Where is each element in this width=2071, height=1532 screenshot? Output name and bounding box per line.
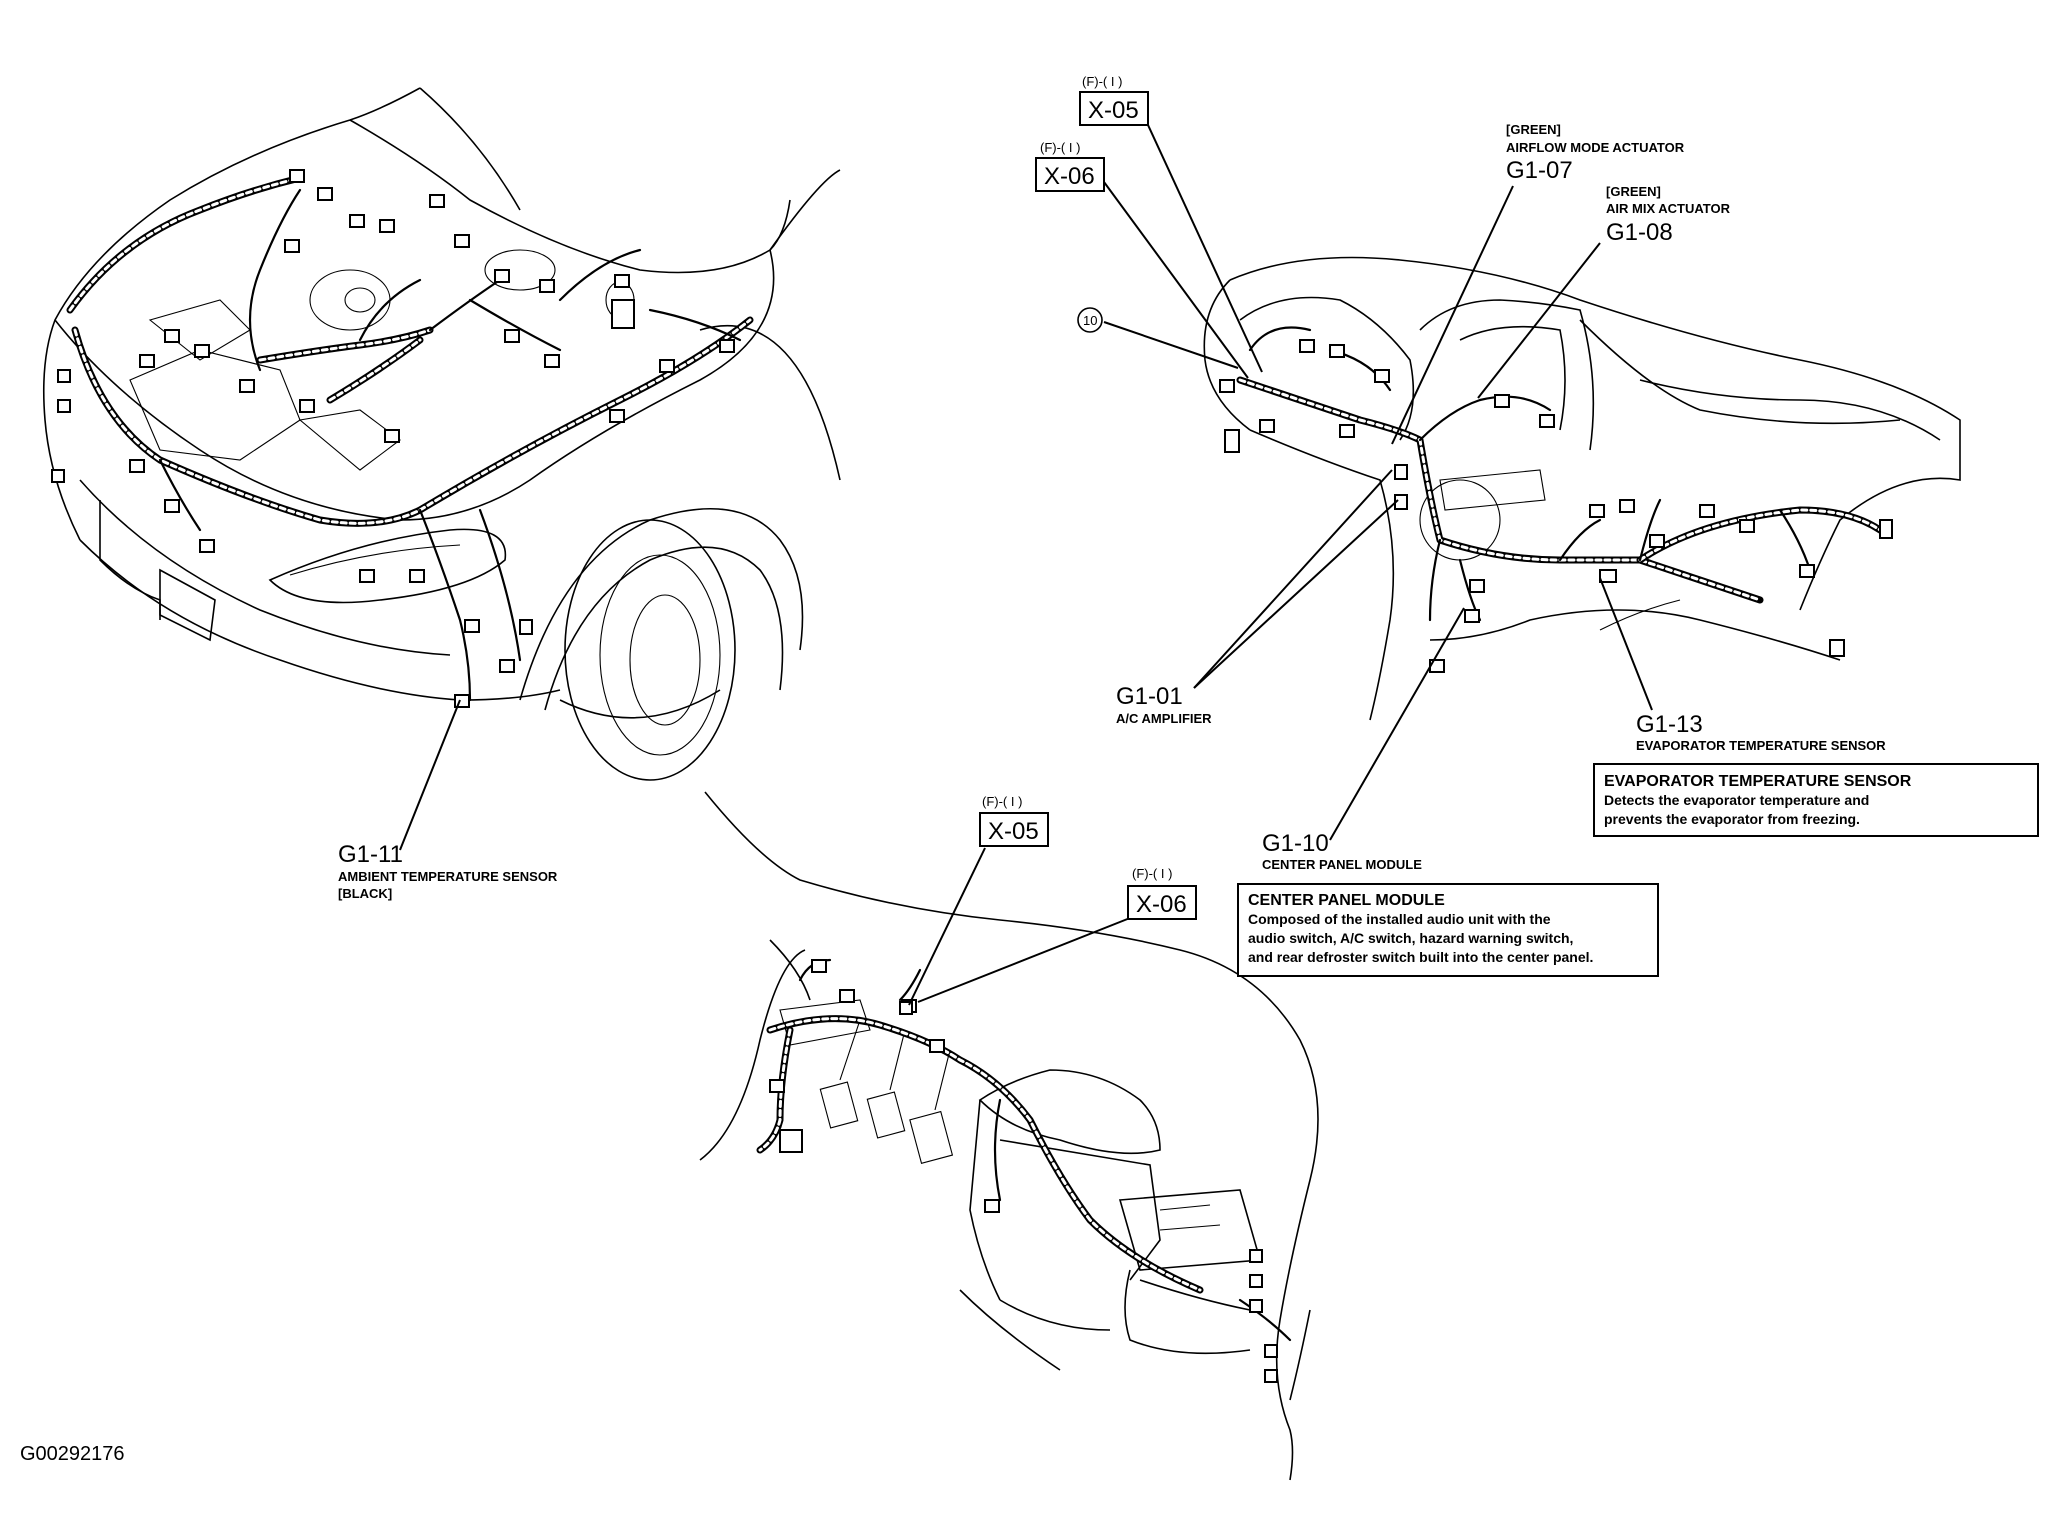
g1-07-code: G1-07 xyxy=(1506,157,1573,184)
label-g1-13: G1-13 EVAPORATOR TEMPERATURE SENSOR xyxy=(1636,711,1886,753)
label-g1-08: [GREEN] AIR MIX ACTUATOR G1-08 xyxy=(1606,184,1731,246)
g1-11-color: [BLACK] xyxy=(338,886,392,901)
note-center-panel-title: CENTER PANEL MODULE xyxy=(1248,892,1445,909)
g1-07-color: [GREEN] xyxy=(1506,122,1561,137)
g1-08-name: AIR MIX ACTUATOR xyxy=(1606,201,1731,216)
label-g1-07: [GREEN] AIRFLOW MODE ACTUATOR G1-07 xyxy=(1506,122,1685,184)
x05-top-box xyxy=(1079,91,1149,126)
label-g1-10: G1-10 CENTER PANEL MODULE xyxy=(1262,830,1422,872)
g1-08-color: [GREEN] xyxy=(1606,184,1661,199)
note-evaporator-line-2: prevents the evaporator from freezing. xyxy=(1604,811,1860,827)
x05-bottom-box xyxy=(979,812,1049,847)
note-center-panel-box xyxy=(1237,883,1659,977)
label-x06-top: (F)-( I ) X-06 xyxy=(1035,140,1105,192)
dashboard-drawing xyxy=(1203,256,1961,721)
g1-11-code: G1-11 xyxy=(338,841,403,868)
lower-dash-drawing xyxy=(699,791,1319,1481)
x06-top-box xyxy=(1035,157,1105,192)
x05-bottom-code: X-05 xyxy=(988,818,1039,845)
g1-10-code: G1-10 xyxy=(1262,830,1329,857)
note-center-panel-line-2: audio switch, A/C switch, hazard warning… xyxy=(1248,930,1573,946)
note-evaporator-box xyxy=(1593,763,2039,837)
label-x06-bottom: (F)-( I ) X-06 xyxy=(1127,866,1197,920)
g1-01-code: G1-01 xyxy=(1116,683,1183,710)
x06-top-ref: (F)-( I ) xyxy=(1040,140,1080,155)
x06-top-code: X-06 xyxy=(1044,163,1095,190)
ref-10-callout: 10 xyxy=(1077,307,1103,333)
figure-id: G00292176 xyxy=(20,1443,125,1465)
ref-10-number: 10 xyxy=(1083,313,1097,328)
g1-10-name: CENTER PANEL MODULE xyxy=(1262,857,1422,872)
x05-bottom-ref: (F)-( I ) xyxy=(982,794,1022,809)
g1-11-name: AMBIENT TEMPERATURE SENSOR xyxy=(338,869,558,884)
x06-bottom-box xyxy=(1127,885,1197,920)
note-center-panel-line-1: Composed of the installed audio unit wit… xyxy=(1248,911,1551,927)
note-evaporator: EVAPORATOR TEMPERATURE SENSOR Detects th… xyxy=(1593,763,2039,837)
label-x05-bottom: (F)-( I ) X-05 xyxy=(979,794,1049,847)
x06-bottom-code: X-06 xyxy=(1136,891,1187,918)
note-evaporator-line-1: Detects the evaporator temperature and xyxy=(1604,792,1869,808)
x05-top-ref: (F)-( I ) xyxy=(1082,74,1122,89)
x06-bottom-ref: (F)-( I ) xyxy=(1132,866,1172,881)
label-g1-01: G1-01 A/C AMPLIFIER xyxy=(1116,683,1212,726)
engine-bay-drawing xyxy=(42,87,841,781)
g1-01-name: A/C AMPLIFIER xyxy=(1116,711,1212,726)
note-center-panel: CENTER PANEL MODULE Composed of the inst… xyxy=(1237,883,1659,977)
g1-13-name: EVAPORATOR TEMPERATURE SENSOR xyxy=(1636,738,1886,753)
leader-lines xyxy=(399,124,1653,1006)
note-evaporator-title: EVAPORATOR TEMPERATURE SENSOR xyxy=(1604,773,1912,790)
label-g1-11: G1-11 AMBIENT TEMPERATURE SENSOR [BLACK] xyxy=(338,841,558,901)
g1-13-code: G1-13 xyxy=(1636,711,1703,738)
x05-top-code: X-05 xyxy=(1088,97,1139,124)
g1-08-code: G1-08 xyxy=(1606,219,1673,246)
note-center-panel-line-3: and rear defroster switch built into the… xyxy=(1248,949,1593,965)
g1-07-name: AIRFLOW MODE ACTUATOR xyxy=(1506,140,1685,155)
label-x05-top: (F)-( I ) X-05 xyxy=(1079,74,1149,126)
